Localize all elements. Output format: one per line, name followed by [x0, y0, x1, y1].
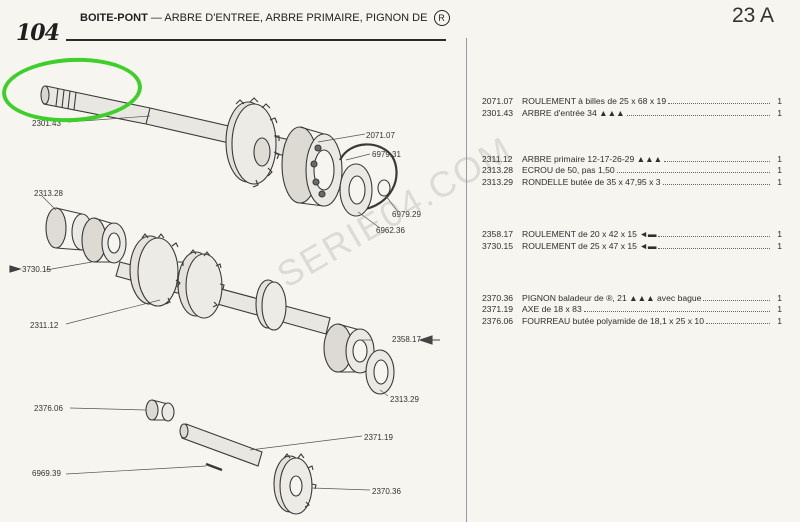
part-ref: 2301.43	[482, 107, 514, 118]
washer-6962-part	[339, 163, 373, 217]
small-clip-part	[377, 179, 391, 197]
leader-dots	[658, 229, 770, 237]
part-ref: 2358.17	[482, 228, 514, 239]
part-quantity: 1	[777, 165, 782, 176]
list-item: 2313.28 ECROU de 50, pas 1,50 1	[482, 165, 782, 177]
callout-3730-15: 3730.15	[22, 265, 51, 274]
input-gear-part	[225, 97, 280, 188]
page-title: BOITE-PONT — ARBRE D'ENTREE, ARBRE PRIMA…	[80, 10, 450, 26]
parts-group-4: 2370.36 PIGNON baladeur de ®, 21 ▲▲▲ ave…	[482, 293, 782, 328]
part-quantity: 1	[777, 153, 782, 164]
callout-2313-28: 2313.28	[34, 189, 63, 198]
part-description: ECROU de 50, pas 1,50	[522, 165, 615, 176]
arrow-3730-icon	[9, 265, 22, 273]
leader-dots	[616, 165, 770, 174]
leader-dots	[662, 177, 770, 186]
list-item: 2301.43 ARBRE d'entrée 34 ▲▲▲ 1	[482, 108, 782, 120]
callout-2301-43: 2301.43	[32, 119, 61, 128]
callout-6979-29: 6979.29	[392, 210, 421, 219]
pin-part	[205, 462, 223, 472]
callout-2071-07: 2071.07	[366, 131, 395, 140]
washer-2313-part	[365, 349, 395, 395]
page-code: 23 A	[731, 4, 774, 27]
circlip-part	[339, 143, 398, 212]
leader-dots	[626, 108, 770, 116]
part-quantity: 1	[777, 107, 782, 118]
part-ref: 2313.28	[482, 165, 514, 176]
callout-2311-12: 2311.12	[30, 321, 59, 330]
callout-2358-17: 2358.17	[392, 335, 421, 344]
list-item: 2370.36 PIGNON baladeur de ®, 21 ▲▲▲ ave…	[482, 293, 782, 305]
leader-lines	[41, 115, 399, 491]
list-item: 3730.15 ROULEMENT de 25 x 47 x 15 ◄▬ 1	[482, 241, 782, 253]
callout-2313-29: 2313.29	[390, 395, 419, 404]
part-description: RONDELLE butée de 35 x 47,95 x 3	[522, 177, 661, 188]
callout-6969-39: 6969.39	[32, 469, 61, 478]
sleeve-part	[145, 399, 175, 422]
parts-group-3: 2358.17 ROULEMENT de 20 x 42 x 15 ◄▬ 1 3…	[482, 229, 782, 253]
part-quantity: 1	[777, 304, 782, 315]
part-quantity: 1	[777, 316, 782, 327]
part-quantity: 1	[777, 96, 782, 106]
callout-2370-36: 2370.36	[372, 487, 401, 496]
bearing-2071-part	[281, 126, 343, 207]
part-quantity: 1	[777, 228, 782, 239]
part-quantity: 1	[777, 292, 782, 303]
part-description: ROULEMENT de 25 x 47 x 15 ◄▬	[522, 240, 657, 251]
parts-group-1: 2071.07 ROULEMENT à billes de 25 x 68 x …	[482, 96, 782, 120]
leader-dots	[706, 316, 770, 325]
reverse-gear-part	[273, 453, 317, 515]
part-description: ROULEMENT de 20 x 42 x 15 ◄▬	[522, 228, 657, 239]
callout-6979-31: 6979.31	[372, 150, 401, 159]
part-quantity: 1	[777, 177, 782, 188]
primary-shaft-part	[115, 233, 331, 335]
callout-2371-19: 2371.19	[364, 433, 393, 442]
title-section: BOITE-PONT	[80, 11, 148, 24]
arrow-2358-icon	[418, 335, 440, 345]
leader-dots	[664, 154, 770, 162]
part-ref: 2371.19	[482, 304, 514, 315]
circled-r-icon: R	[433, 10, 450, 26]
part-description: AXE de 18 x 83	[522, 304, 582, 315]
part-description: ARBRE d'entrée 34 ▲▲▲	[522, 107, 625, 118]
list-item: 2071.07 ROULEMENT à billes de 25 x 68 x …	[482, 96, 782, 108]
header-rule	[66, 39, 446, 41]
part-ref: 2370.36	[482, 292, 514, 303]
model-number: 104	[16, 20, 60, 46]
parts-list: 2071.07 ROULEMENT à billes de 25 x 68 x …	[482, 96, 782, 348]
bearing-3730-part	[81, 217, 127, 264]
exploded-view-diagram: 2301.43 2071.07 6979.31 6979.29 6962.36 …	[9, 85, 440, 515]
part-description: ROULEMENT à billes de 25 x 68 x 19	[522, 96, 667, 106]
list-item: 2311.12 ARBRE primaire 12-17-26-29 ▲▲▲ 1	[482, 154, 782, 166]
part-description: PIGNON baladeur de ®, 21 ▲▲▲ avec bague	[522, 292, 702, 303]
leader-dots	[658, 241, 770, 249]
list-item: 2313.29 RONDELLE butée de 35 x 47,95 x 3…	[482, 177, 782, 189]
list-item: 2371.19 AXE de 18 x 83 1	[482, 304, 782, 316]
axle-part	[179, 423, 263, 467]
part-ref: 2071.07	[482, 96, 514, 106]
part-ref: 2376.06	[482, 316, 514, 327]
part-quantity: 1	[777, 240, 782, 251]
part-description: ARBRE primaire 12-17-26-29 ▲▲▲	[522, 153, 663, 164]
callout-6962-36: 6962.36	[376, 226, 405, 235]
list-item: 2358.17 ROULEMENT de 20 x 42 x 15 ◄▬ 1	[482, 229, 782, 241]
part-ref: 3730.15	[482, 240, 514, 251]
column-divider	[466, 38, 467, 522]
part-ref: 2313.29	[482, 177, 514, 188]
part-ref: 2311.12	[482, 153, 513, 164]
leader-dots	[668, 96, 770, 104]
part-description: FOURREAU butée polyamide de 18,1 x 25 x …	[522, 316, 704, 327]
leader-dots	[703, 293, 770, 301]
list-item: 2376.06 FOURREAU butée polyamide de 18,1…	[482, 316, 782, 328]
parts-group-2: 2311.12 ARBRE primaire 12-17-26-29 ▲▲▲ 1…	[482, 154, 782, 189]
title-subject: — ARBRE D'ENTREE, ARBRE PRIMAIRE, PIGNON…	[150, 11, 428, 24]
callout-2376-06: 2376.06	[34, 404, 63, 413]
leader-dots	[583, 304, 770, 313]
